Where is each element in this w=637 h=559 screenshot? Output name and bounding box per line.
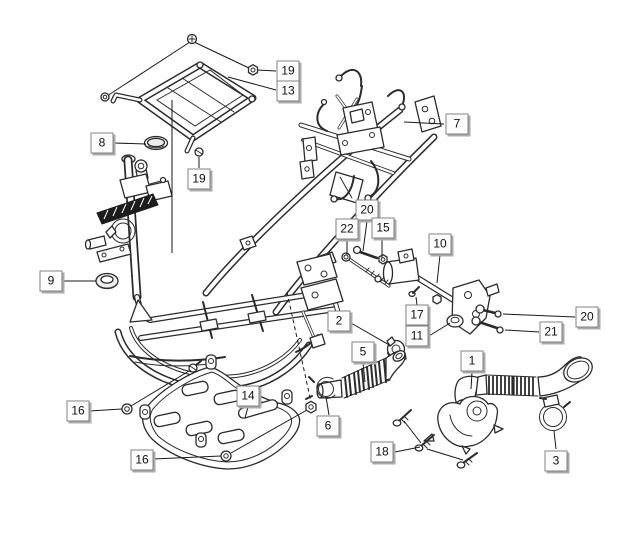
callout-16: 16 (66, 400, 90, 422)
bolt-group-left (341, 245, 391, 288)
small-fasteners (100, 33, 317, 462)
callout-19: 19 (187, 168, 211, 190)
luggage-rack-part-13 (110, 61, 257, 154)
nut-right (305, 400, 317, 414)
bolt-part-22 (341, 252, 351, 262)
callout-20: 20 (355, 199, 379, 221)
callout-13: 13 (276, 80, 300, 102)
callout-7: 7 (445, 113, 469, 135)
callout-14: 14 (236, 385, 260, 407)
leader-lines (63, 40, 576, 461)
bolt-part-20 (352, 245, 362, 255)
bolt-part-21 (471, 316, 481, 326)
fuel-tap-assembly (84, 159, 173, 323)
wiring-harness-part-7 (316, 68, 406, 203)
bushing-part-11 (446, 314, 464, 328)
callout-16: 16 (130, 449, 154, 471)
callout-18: 18 (370, 441, 394, 463)
cap-part-8 (143, 135, 169, 151)
nut-part-16b (220, 450, 232, 462)
callout-20: 20 (575, 306, 599, 328)
callout-1: 1 (460, 350, 484, 372)
nut-part-15 (378, 254, 388, 265)
callout-10: 10 (428, 233, 452, 255)
callout-6: 6 (316, 415, 340, 437)
callout-8: 8 (90, 132, 114, 154)
nut-part-17 (432, 294, 442, 305)
callout-3: 3 (544, 450, 568, 472)
bolt-part-20b (475, 304, 485, 314)
callout-5: 5 (351, 341, 375, 363)
callout-2: 2 (327, 310, 351, 332)
callout-17: 17 (405, 304, 429, 326)
air-filter-housing (423, 395, 504, 455)
callout-21: 21 (539, 321, 563, 343)
callout-9: 9 (39, 270, 63, 292)
nut-part-19 (247, 64, 259, 76)
clamp-part-3 (539, 394, 571, 431)
bushing-part-9 (95, 272, 119, 290)
callout-11: 11 (405, 325, 429, 347)
callout-22: 22 (335, 218, 359, 240)
washer-part-16 (121, 403, 133, 415)
floor-panel-part-14 (139, 354, 301, 470)
clamp-part-6 (305, 376, 336, 400)
callout-19: 19 (276, 60, 300, 82)
callout-15: 15 (371, 217, 395, 239)
bolt-group-right (471, 304, 504, 334)
